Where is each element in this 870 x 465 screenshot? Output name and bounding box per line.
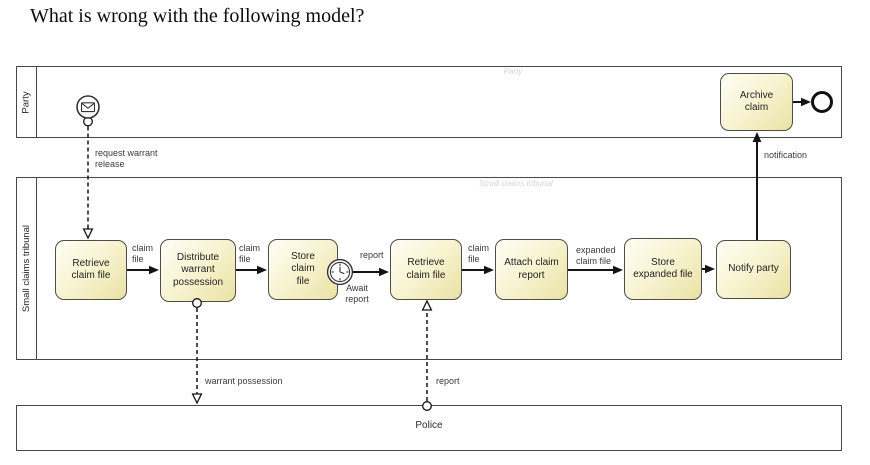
pool-tribunal-label-band: Small claims tribunal — [17, 178, 37, 359]
pool-police-label: Police — [415, 420, 443, 431]
label-report-from-police: report — [436, 376, 460, 386]
task-retrieve-claim-file-1: Retrieve claim file — [55, 240, 127, 300]
pool-police: Police — [16, 405, 842, 451]
label-claim-file-2: claim file — [239, 243, 261, 264]
pool-tribunal-label: Small claims tribunal — [21, 224, 32, 313]
label-notification: notification — [764, 150, 808, 160]
pool-party-label: Party — [21, 90, 32, 114]
pool-tribunal-watermark: Small claims tribunal — [479, 179, 553, 188]
task-store-claim-file: Store claim file — [268, 239, 338, 300]
label-report-after-timer: report — [360, 250, 384, 260]
pool-party: Party — [16, 66, 842, 138]
pool-party-label-band: Party — [17, 67, 37, 137]
task-store-expanded-file: Store expanded file — [624, 238, 702, 300]
page-title: What is wrong with the following model? — [30, 5, 365, 27]
task-notify-party: Notify party — [716, 240, 791, 299]
task-retrieve-claim-file-2: Retrieve claim file — [390, 239, 462, 300]
pool-party-watermark: Party — [503, 67, 523, 76]
label-expanded-claim-file: expanded claim file — [576, 245, 616, 266]
label-claim-file-1: claim file — [132, 243, 154, 264]
label-claim-file-3: claim file — [468, 243, 490, 264]
task-attach-claim-report: Attach claim report — [495, 239, 568, 300]
label-warrant-possession: warrant possession — [205, 376, 283, 386]
label-await-report: Await report — [345, 283, 369, 304]
label-request-warrant-release: request warrant release — [95, 148, 158, 169]
task-archive-claim: Archive claim — [720, 73, 793, 131]
task-distribute-warrant-possession: Distribute warrant possession — [160, 239, 236, 302]
